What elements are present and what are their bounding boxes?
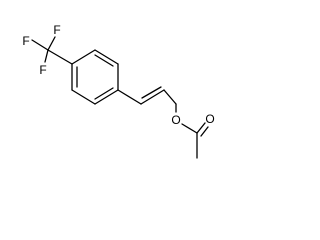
ring-bond-4 [94, 89, 119, 105]
ring-double-1 [94, 54, 114, 67]
atom-f-top-left: F [22, 34, 29, 48]
bond-c-ring [47, 49, 73, 65]
bond-carbonyl-o [196, 122, 206, 134]
atom-ester-oxygen: O [171, 113, 180, 127]
bond-cf-bottom [44, 49, 49, 63]
ring-bond-1 [71, 49, 96, 65]
bond-alkene-double [141, 86, 162, 99]
bond-cf-top-right [47, 36, 56, 51]
bond-cf-top-left [31, 39, 49, 51]
atom-f-top-right: F [53, 23, 60, 37]
atom-carbonyl-oxygen: O [205, 112, 214, 126]
ring-bond-2 [94, 49, 119, 65]
atom-f-bottom: F [39, 63, 46, 77]
bond-o-carbonyl [181, 123, 198, 134]
ring-bond-5 [71, 89, 96, 105]
bond-ring-alkene [117, 89, 142, 105]
ring-double-2 [94, 87, 114, 100]
structure-diagram: F F F O O [22, 23, 215, 159]
bond-carbonyl-o-double [200, 126, 209, 137]
bond-ch2 [163, 89, 177, 105]
bond-alkene [140, 89, 165, 105]
